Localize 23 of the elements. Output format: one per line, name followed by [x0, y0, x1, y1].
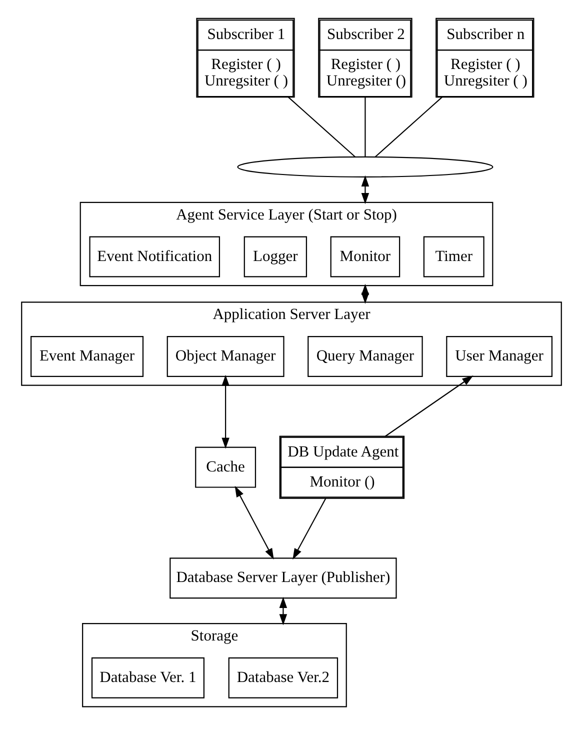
- node-box: Database Ver.2: [228, 657, 338, 698]
- node-box: Event Manager: [30, 336, 144, 377]
- node-box: Timer: [423, 236, 484, 278]
- node-box: Event Notification: [89, 236, 220, 278]
- arrow: [385, 376, 474, 437]
- node-box: Cache: [195, 446, 256, 488]
- node-box: Query Manager: [308, 336, 423, 377]
- arrow: [292, 498, 326, 560]
- arrow: [361, 175, 370, 204]
- node-box: Object Manager: [166, 336, 284, 377]
- connector: [364, 97, 366, 157]
- arrow: [222, 374, 230, 449]
- arrow: [361, 284, 370, 304]
- node-box: Monitor: [330, 236, 400, 278]
- connector: [374, 96, 442, 158]
- node-ellipse: [237, 156, 494, 178]
- connector: [288, 96, 356, 158]
- node-box: Logger: [244, 236, 308, 278]
- arrow: [279, 596, 288, 626]
- arrow: [234, 486, 274, 560]
- node-box: Database Server Layer (Publisher): [170, 558, 397, 599]
- node-box: User Manager: [446, 336, 552, 377]
- node-box: Database Ver. 1: [91, 657, 204, 698]
